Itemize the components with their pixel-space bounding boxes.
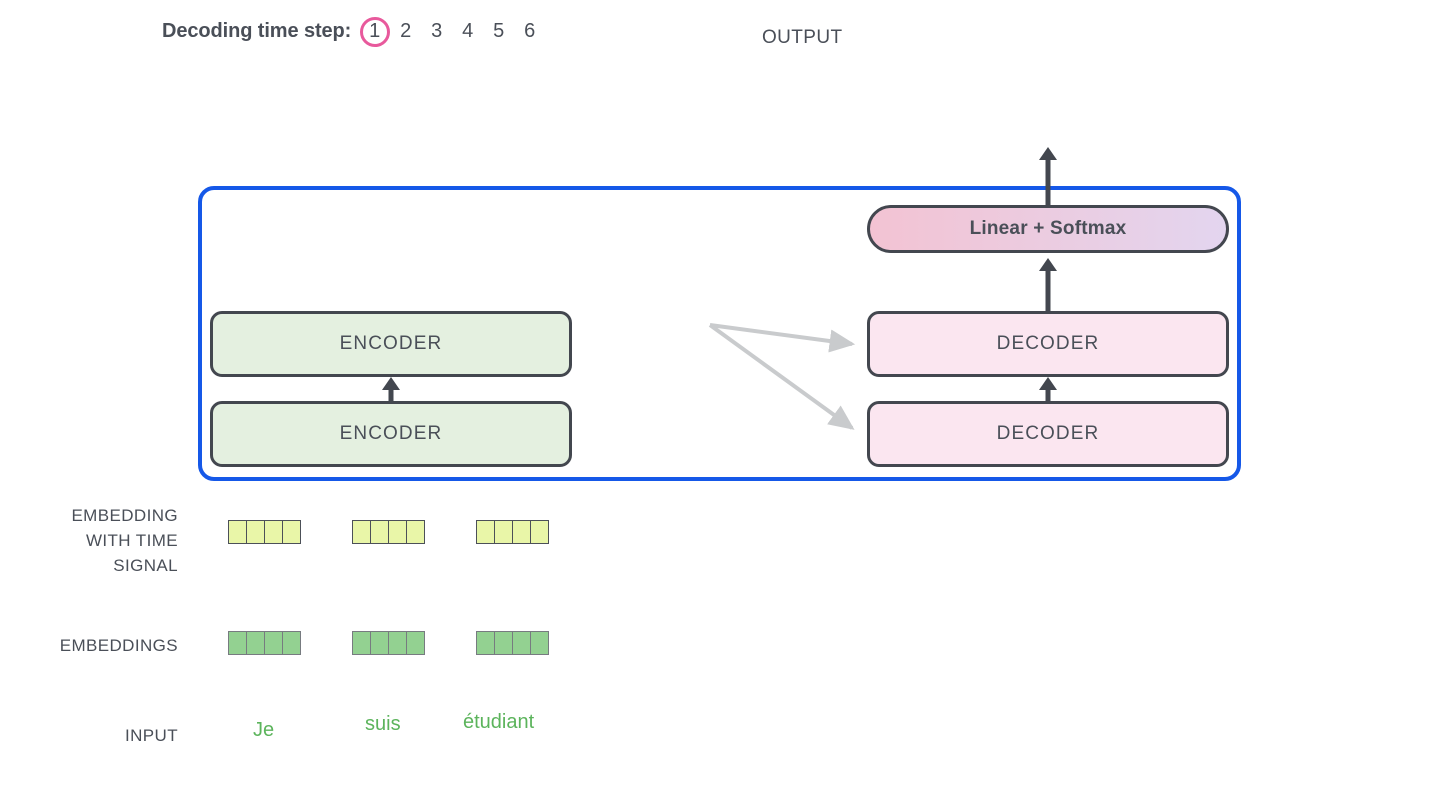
encoder-block-top[interactable]: ENCODER bbox=[210, 311, 572, 377]
embeddings-label: EMBEDDINGS bbox=[59, 636, 178, 655]
label-line-3: SIGNAL bbox=[113, 556, 178, 575]
input-word-3: étudiant bbox=[463, 711, 535, 733]
vector-cell bbox=[494, 631, 513, 655]
arrow-head bbox=[1039, 147, 1057, 160]
timestep-1-label: 1 bbox=[369, 20, 381, 42]
time-signal-vector-2 bbox=[352, 520, 425, 544]
arrow-shaft bbox=[1045, 269, 1051, 311]
softmax-to-output-arrow-icon bbox=[1036, 147, 1060, 205]
embedding-vector-3 bbox=[476, 631, 549, 655]
time-signal-vector-1 bbox=[228, 520, 301, 544]
vector-cell bbox=[264, 520, 283, 544]
vector-cell bbox=[228, 520, 247, 544]
label-line-1: EMBEDDING bbox=[71, 506, 178, 525]
vector-cell bbox=[370, 631, 389, 655]
vector-cell bbox=[228, 631, 247, 655]
decoder-block-bottom[interactable]: DECODER bbox=[867, 401, 1229, 467]
vector-cell bbox=[388, 631, 407, 655]
timestep-2[interactable]: 2 bbox=[400, 20, 412, 42]
vector-cell bbox=[388, 520, 407, 544]
output-label: OUTPUT bbox=[762, 27, 843, 48]
arrow-head bbox=[382, 377, 400, 390]
time-signal-vector-3 bbox=[476, 520, 549, 544]
vector-cell bbox=[530, 520, 549, 544]
vector-cell bbox=[352, 631, 371, 655]
decoding-timestep-label: Decoding time step: bbox=[162, 20, 352, 42]
decoder-block-top[interactable]: DECODER bbox=[867, 311, 1229, 377]
decoding-timestep-bar: Decoding time step: 1 2 3 4 5 6 bbox=[162, 16, 545, 47]
vector-cell bbox=[406, 631, 425, 655]
vector-cell bbox=[530, 631, 549, 655]
vector-cell bbox=[476, 520, 495, 544]
vector-cell bbox=[476, 631, 495, 655]
vector-cell bbox=[494, 520, 513, 544]
vector-cell bbox=[282, 631, 301, 655]
embedding-vector-2 bbox=[352, 631, 425, 655]
decoder-to-softmax-arrow-icon bbox=[1036, 258, 1060, 311]
label-line-2: WITH TIME bbox=[85, 531, 178, 550]
timestep-4[interactable]: 4 bbox=[462, 20, 474, 42]
timestep-5[interactable]: 5 bbox=[493, 20, 505, 42]
timestep-6[interactable]: 6 bbox=[524, 20, 536, 42]
input-word-1: Je bbox=[253, 719, 275, 741]
vector-cell bbox=[246, 631, 265, 655]
vector-cell bbox=[512, 631, 531, 655]
encoder-block-bottom[interactable]: ENCODER bbox=[210, 401, 572, 467]
arrow-shaft bbox=[388, 388, 394, 402]
vector-cell bbox=[352, 520, 371, 544]
input-label: INPUT bbox=[125, 726, 178, 745]
decoding-timestep-numbers: 1 2 3 4 5 6 bbox=[359, 16, 545, 47]
timestep-3[interactable]: 3 bbox=[431, 20, 443, 42]
arrow-head bbox=[1039, 377, 1057, 390]
encoder-to-encoder-arrow-icon bbox=[379, 377, 403, 402]
decoder-to-decoder-arrow-icon bbox=[1036, 377, 1060, 402]
vector-cell bbox=[370, 520, 389, 544]
vector-cell bbox=[406, 520, 425, 544]
embedding-with-time-signal-label: EMBEDDING WITH TIME SIGNAL bbox=[0, 503, 178, 578]
arrow-shaft bbox=[1045, 388, 1051, 402]
embedding-vector-1 bbox=[228, 631, 301, 655]
vector-cell bbox=[246, 520, 265, 544]
arrow-shaft bbox=[1045, 158, 1051, 205]
vector-cell bbox=[512, 520, 531, 544]
arrow-head bbox=[1039, 258, 1057, 271]
linear-softmax-block[interactable]: Linear + Softmax bbox=[867, 205, 1229, 253]
vector-cell bbox=[282, 520, 301, 544]
vector-cell bbox=[264, 631, 283, 655]
timestep-1[interactable]: 1 bbox=[359, 16, 390, 47]
input-word-2: suis bbox=[365, 713, 401, 735]
